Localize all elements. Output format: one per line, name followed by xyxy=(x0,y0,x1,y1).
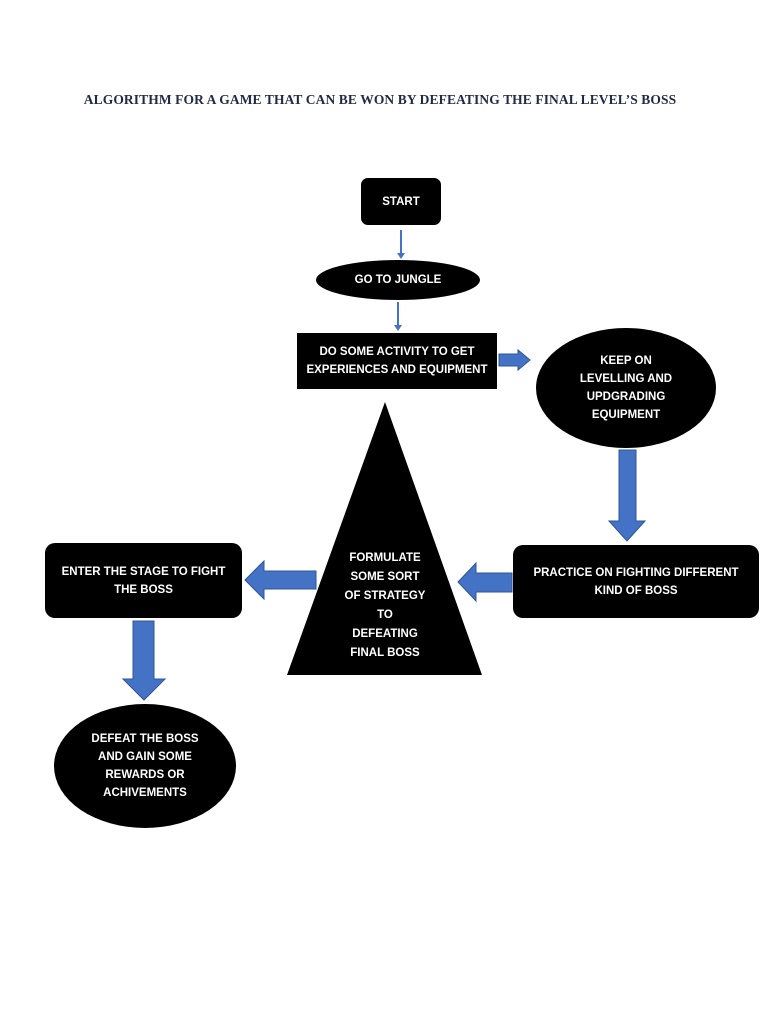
defeat-boss-node xyxy=(54,704,236,828)
practice-node xyxy=(513,545,759,618)
start-node xyxy=(361,178,441,225)
arrow-activity-to-levelling xyxy=(498,348,531,372)
formulate-label: FORMULATE SOME SORT OF STRATEGY TO DEFEA… xyxy=(344,552,426,659)
do-activity-node xyxy=(297,333,497,389)
arrow-jungle-to-activity xyxy=(394,302,402,331)
start-label: START xyxy=(382,195,420,208)
keep-levelling-node xyxy=(536,328,716,448)
enter-stage-label: ENTER THE STAGE TO FIGHT THE BOSS xyxy=(61,565,226,596)
go-to-jungle-node xyxy=(316,260,480,300)
arrow-formulate-to-enter xyxy=(244,559,317,601)
arrow-enter-to-defeat xyxy=(121,620,167,701)
go-to-jungle-label: GO TO JUNGLE xyxy=(354,274,442,286)
enter-stage-node xyxy=(45,543,242,618)
arrow-start-to-jungle xyxy=(397,230,405,259)
arrow-practice-to-formulate xyxy=(457,561,513,603)
keep-levelling-label: KEEP ON LEVELLING AND UPDGRADING EQUIPME… xyxy=(579,355,673,421)
formulate-node xyxy=(287,402,482,675)
practice-label: PRACTICE ON FIGHTING DIFFERENT KIND OF B… xyxy=(533,566,739,597)
arrow-levelling-to-practice xyxy=(607,449,647,542)
diagram-title: ALGORITHM FOR A GAME THAT CAN BE WON BY … xyxy=(83,92,677,107)
defeat-boss-label: DEFEAT THE BOSS AND GAIN SOME REWARDS OR… xyxy=(91,733,199,799)
do-activity-label: DO SOME ACTIVITY TO GET EXPERIENCES AND … xyxy=(306,346,488,376)
